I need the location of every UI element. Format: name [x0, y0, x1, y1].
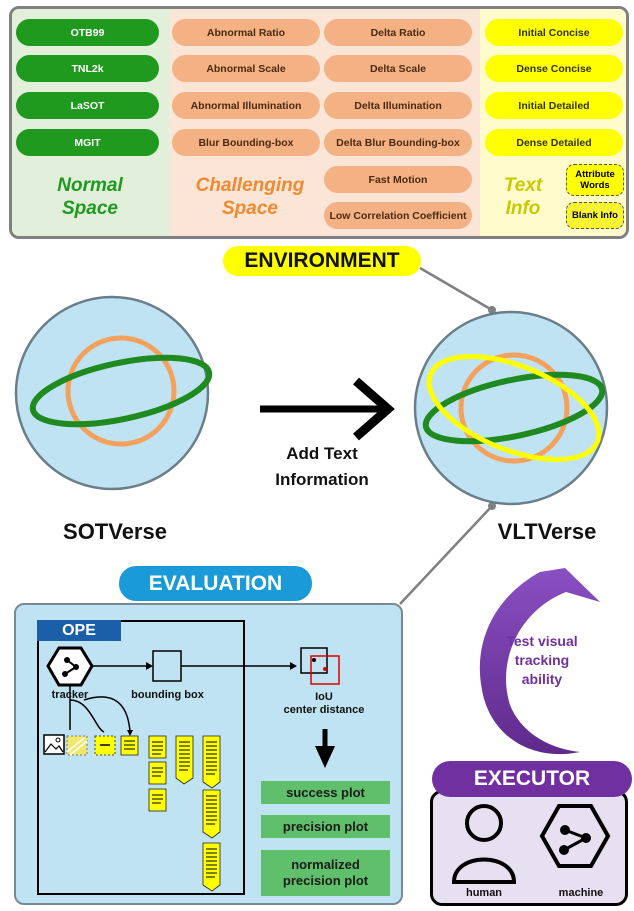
ope-label: OPE	[37, 620, 121, 641]
vltverse-label: VLTVerse	[497, 519, 597, 544]
text-item-initial-detailed: Initial Detailed	[485, 92, 623, 119]
environment-title: ENVIRONMENT	[223, 246, 421, 276]
success-plot-label: success plot	[261, 781, 390, 804]
vltverse-sphere	[413, 310, 609, 506]
challenging-space-region	[170, 9, 480, 236]
frame-icons	[43, 734, 116, 756]
ope-box	[37, 620, 245, 895]
normal-space-region	[12, 9, 170, 236]
tracker-icon	[46, 646, 94, 687]
connector-dot-bottom	[488, 502, 496, 510]
challenge-item-fast-motion: Fast Motion	[324, 166, 472, 193]
tracker-label: tracker	[51, 689, 89, 701]
human-label: human	[465, 887, 503, 899]
sotverse-sphere	[14, 295, 213, 491]
challenging-space-label: Challenging Space	[195, 175, 305, 219]
challenge-item-abnormal-illumination: Abnormal Illumination	[172, 92, 320, 119]
challenge-item-delta-illumination: Delta Illumination	[324, 92, 472, 119]
executor-icons	[451, 804, 611, 884]
blank-info-tag: Blank Info	[566, 202, 624, 229]
attribute-words-tag: Attribute Words	[566, 164, 624, 196]
normal-item-tnl2k: TNL2k	[16, 55, 159, 82]
metric-label: IoU center distance	[283, 691, 365, 716]
text-lines	[124, 740, 217, 878]
connector-lines	[399, 266, 493, 605]
text-documents	[120, 735, 221, 892]
challenge-item-abnormal-scale: Abnormal Scale	[172, 55, 320, 82]
bbox-square	[152, 650, 182, 682]
normalized-precision-plot-label: normalized precision plot	[261, 850, 390, 896]
challenge-item-delta-scale: Delta Scale	[324, 55, 472, 82]
executor-title: EXECUTOR	[432, 761, 632, 797]
text-info-region	[480, 9, 626, 236]
challenge-item-delta-ratio: Delta Ratio	[324, 19, 472, 46]
text-info-label: Text Info	[503, 175, 543, 219]
machine-icon	[539, 804, 611, 868]
connector-dot-top	[488, 306, 496, 314]
precision-plot-label: precision plot	[261, 815, 390, 838]
challenge-item-abnormal-ratio: Abnormal Ratio	[172, 19, 320, 46]
bbox-label: bounding box	[131, 689, 204, 701]
normal-item-mgit: MGIT	[16, 129, 159, 156]
normal-space-label: Normal Space	[57, 175, 123, 219]
add-text-arrow	[260, 377, 395, 441]
normal-item-otb99: OTB99	[16, 19, 159, 46]
text-item-dense-concise: Dense Concise	[485, 55, 623, 82]
sotverse-label: SOTVerse	[63, 519, 167, 544]
iou-icon	[300, 647, 340, 685]
evaluation-title: EVALUATION	[119, 566, 312, 601]
test-ability-arrow	[479, 568, 600, 755]
text-item-initial-concise: Initial Concise	[485, 19, 623, 46]
test-ability-label: Test visual tracking ability	[506, 633, 578, 687]
add-text-label: Add Text Information	[275, 444, 369, 489]
human-icon	[451, 804, 517, 884]
machine-label: machine	[558, 887, 604, 899]
normal-item-lasot: LaSOT	[16, 92, 159, 119]
challenge-item-low-correlation: Low Correlation Coefficient	[324, 202, 472, 229]
challenge-item-blur-bbox: Blur Bounding-box	[172, 129, 320, 156]
challenge-item-delta-blur-bbox: Delta Blur Bounding-box	[324, 129, 472, 156]
text-item-dense-detailed: Dense Detailed	[485, 129, 623, 156]
down-arrow	[315, 746, 335, 768]
